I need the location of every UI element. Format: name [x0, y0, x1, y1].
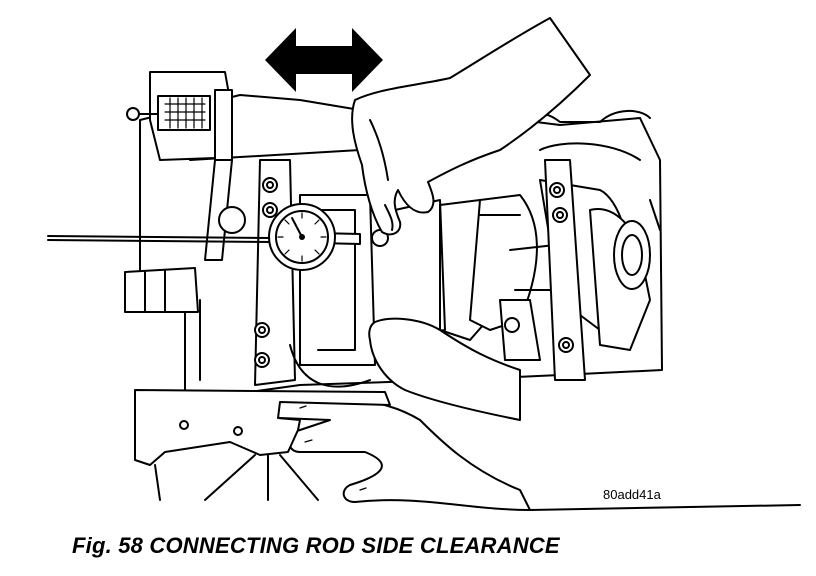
- figure-caption: Fig. 58 CONNECTING ROD SIDE CLEARANCE: [72, 533, 560, 558]
- lower-hand: [270, 399, 531, 511]
- figure-reference-code: 80add41a: [603, 487, 661, 502]
- dial-indicator: [47, 71, 389, 271]
- double-arrow-icon: [265, 28, 383, 92]
- lower-casting: [134, 389, 391, 501]
- upper-hand: [351, 17, 591, 236]
